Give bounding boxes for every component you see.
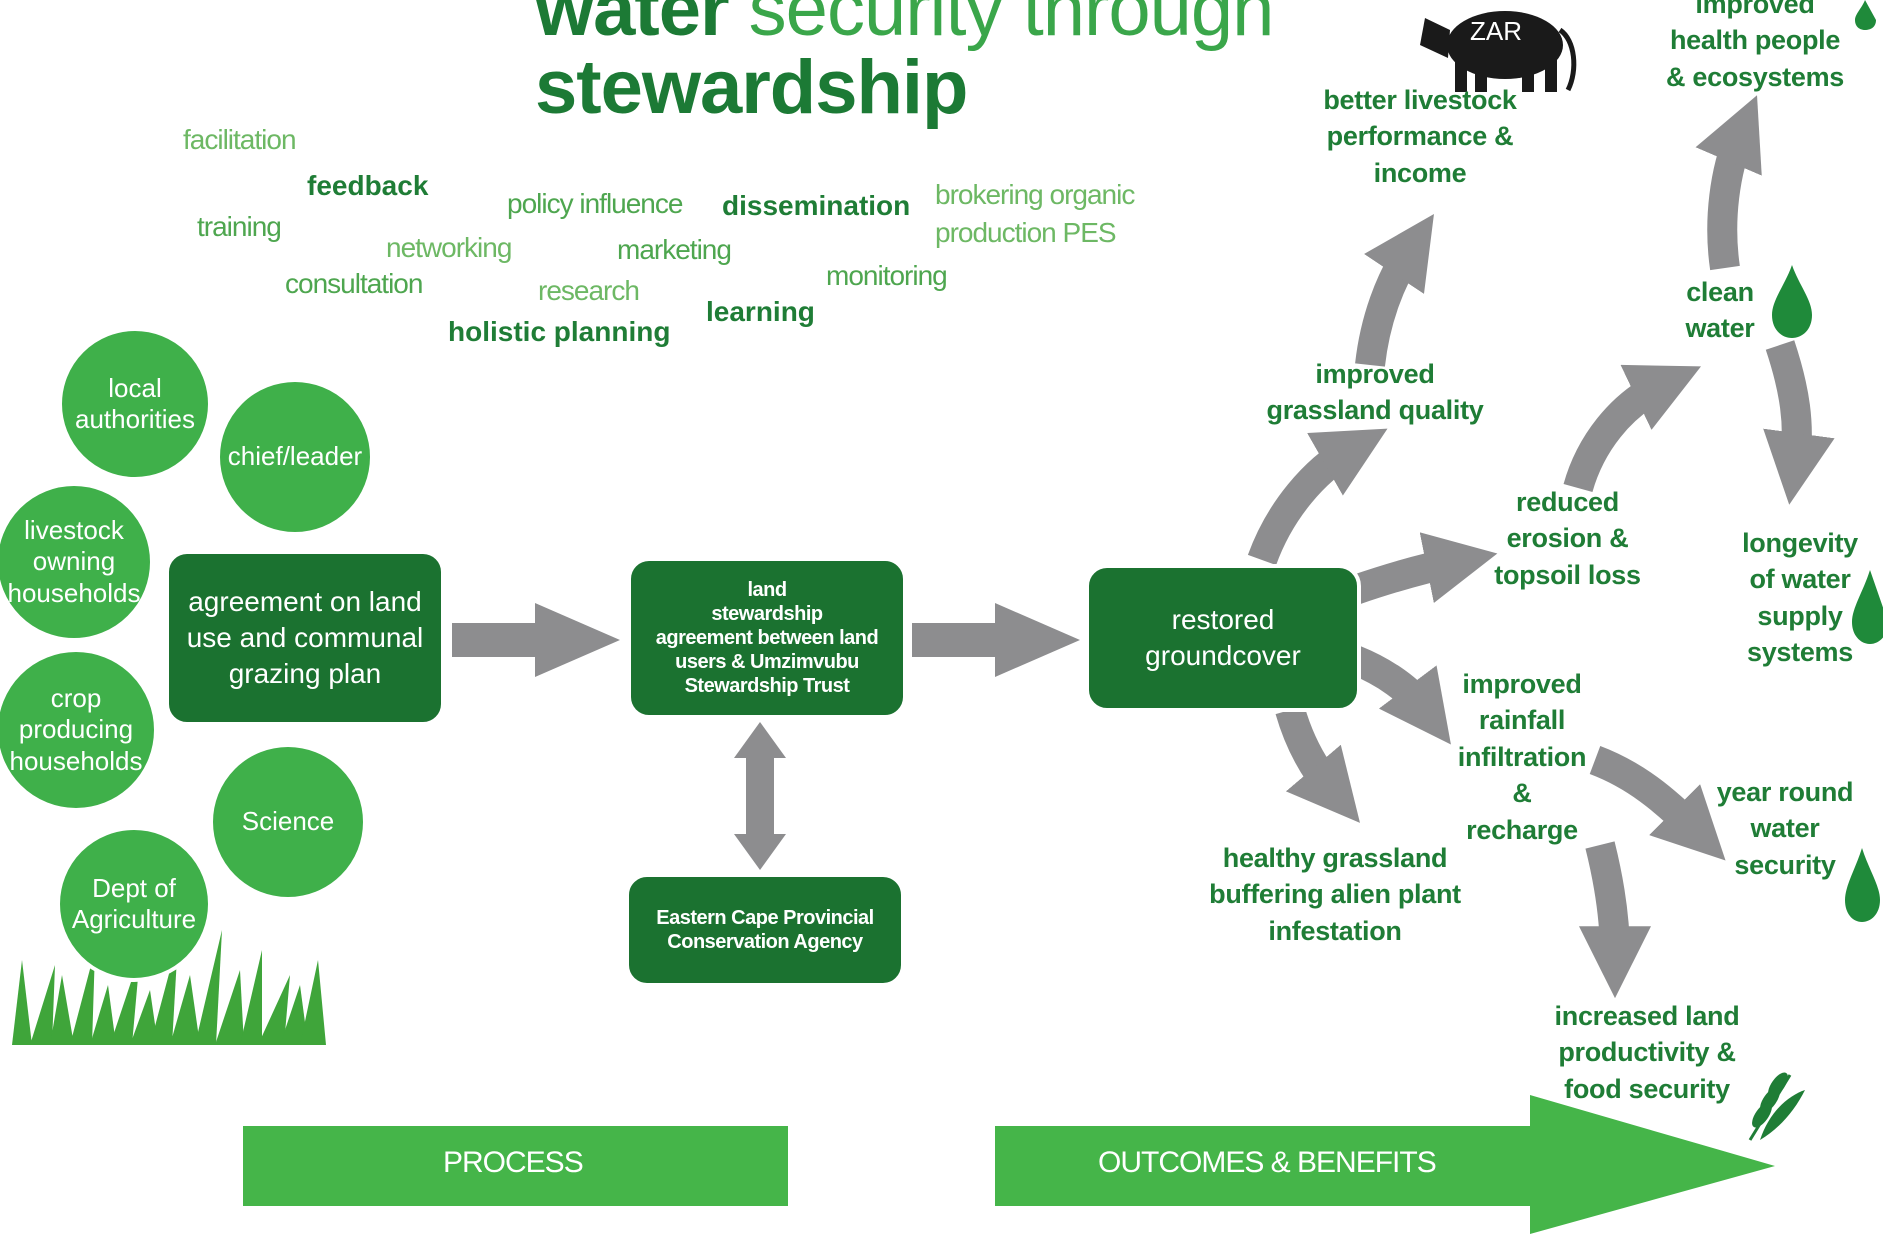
box-conservation-agency: Eastern Cape Provincial Conservation Age… [625,873,905,987]
arrow-groundcover-to-alien [1275,705,1360,823]
box-agreement-grazing-plan: agreement on land use and communal grazi… [165,550,445,726]
outcome-year-round-water-security: year round water security [1716,777,1854,880]
wheat-icon [1748,1072,1805,1141]
outcome-livestock-income: better livestock performance & income [1323,85,1517,188]
water-drop-icon [1852,570,1883,644]
process-band [243,1126,788,1206]
arrow-clean-water-to-longevity [1763,340,1835,505]
water-drop-icon [1845,848,1880,922]
title-line-1: water security through [535,0,1275,53]
band-label-outcomes: OUTCOMES & BENEFITS [1098,1146,1437,1179]
keyword-facilitation: facilitation [183,124,297,155]
arrow-rainfall-to-year-round [1589,745,1726,861]
arrow-stewardship-to-groundcover [912,603,1080,677]
cow-icon [1420,11,1577,92]
keyword-holistic-planning: holistic planning [448,316,671,347]
keyword-training: training [197,211,282,242]
keyword-learning: learning [706,296,815,327]
arrow-erosion-to-clean-water [1563,364,1701,493]
keyword-networking: networking [386,232,512,263]
arrow-clean-water-to-health [1695,95,1762,271]
keyword-brokering-organic: brokering organic [935,179,1135,210]
arrow-groundcover-to-grassland-quality [1247,428,1388,566]
arrow-stewardship-agency-two-way [734,722,786,870]
outcome-clean-water: clean water [1685,277,1755,344]
arrow-groundcover-to-erosion [1350,532,1498,605]
keyword-research: research [538,275,640,306]
band-label-process: PROCESS [443,1146,584,1179]
keyword-marketing: marketing [617,234,732,265]
keyword-monitoring: monitoring [826,260,948,291]
stakeholder-local-authorities: local authorities [58,327,212,481]
currency-badge: ZAR [1470,16,1522,46]
keyword-policy-influence: policy influence [507,188,683,219]
stakeholder-chief-leader: chief/leader [216,378,374,536]
title-bold-word: water [535,0,730,52]
outcome-grassland-quality: improved grassland quality [1266,359,1484,426]
box-restored-groundcover: restored groundcover [1085,564,1361,712]
outcome-rainfall-infiltration: improved rainfall infiltration & recharg… [1457,669,1587,845]
water-drop-icon [1772,265,1812,338]
box-land-stewardship-agreement: land stewardship agreement between land … [627,557,907,719]
outcome-longevity-water-supply: longevity of water supply systems [1742,528,1858,668]
outcome-reduced-erosion: reduced erosion & topsoil loss [1494,487,1641,590]
title-light-words: security through [748,0,1275,52]
outcomes-band-arrow [995,1095,1775,1234]
arrow-groundcover-to-rainfall [1349,646,1451,745]
title-line-2: stewardship [535,45,968,130]
water-drop-icon [1855,0,1876,30]
arrow-grassland-quality-to-livestock [1355,214,1434,367]
stakeholder-crop-households: crop producing households [0,648,158,812]
outcome-healthy-grassland: healthy grassland buffering alien plant … [1209,843,1461,946]
stakeholder-science: Science [209,743,367,901]
outcome-improved-health: improved health people & ecosystems [1665,0,1844,92]
arrow-agreement-to-stewardship [452,603,620,677]
keyword-feedback: feedback [307,170,429,201]
stakeholder-dept-agriculture: Dept of Agriculture [56,826,212,982]
keyword-consultation: consultation [285,268,423,299]
keyword-production-pes: production PES [935,217,1117,248]
grass-icon [12,930,326,1045]
keyword-dissemination: dissemination [722,190,911,221]
stakeholder-livestock-households: livestock owning households [0,482,154,642]
outcome-land-productivity: increased land productivity & food secur… [1554,1001,1740,1104]
arrow-rainfall-to-productivity [1578,841,1651,999]
